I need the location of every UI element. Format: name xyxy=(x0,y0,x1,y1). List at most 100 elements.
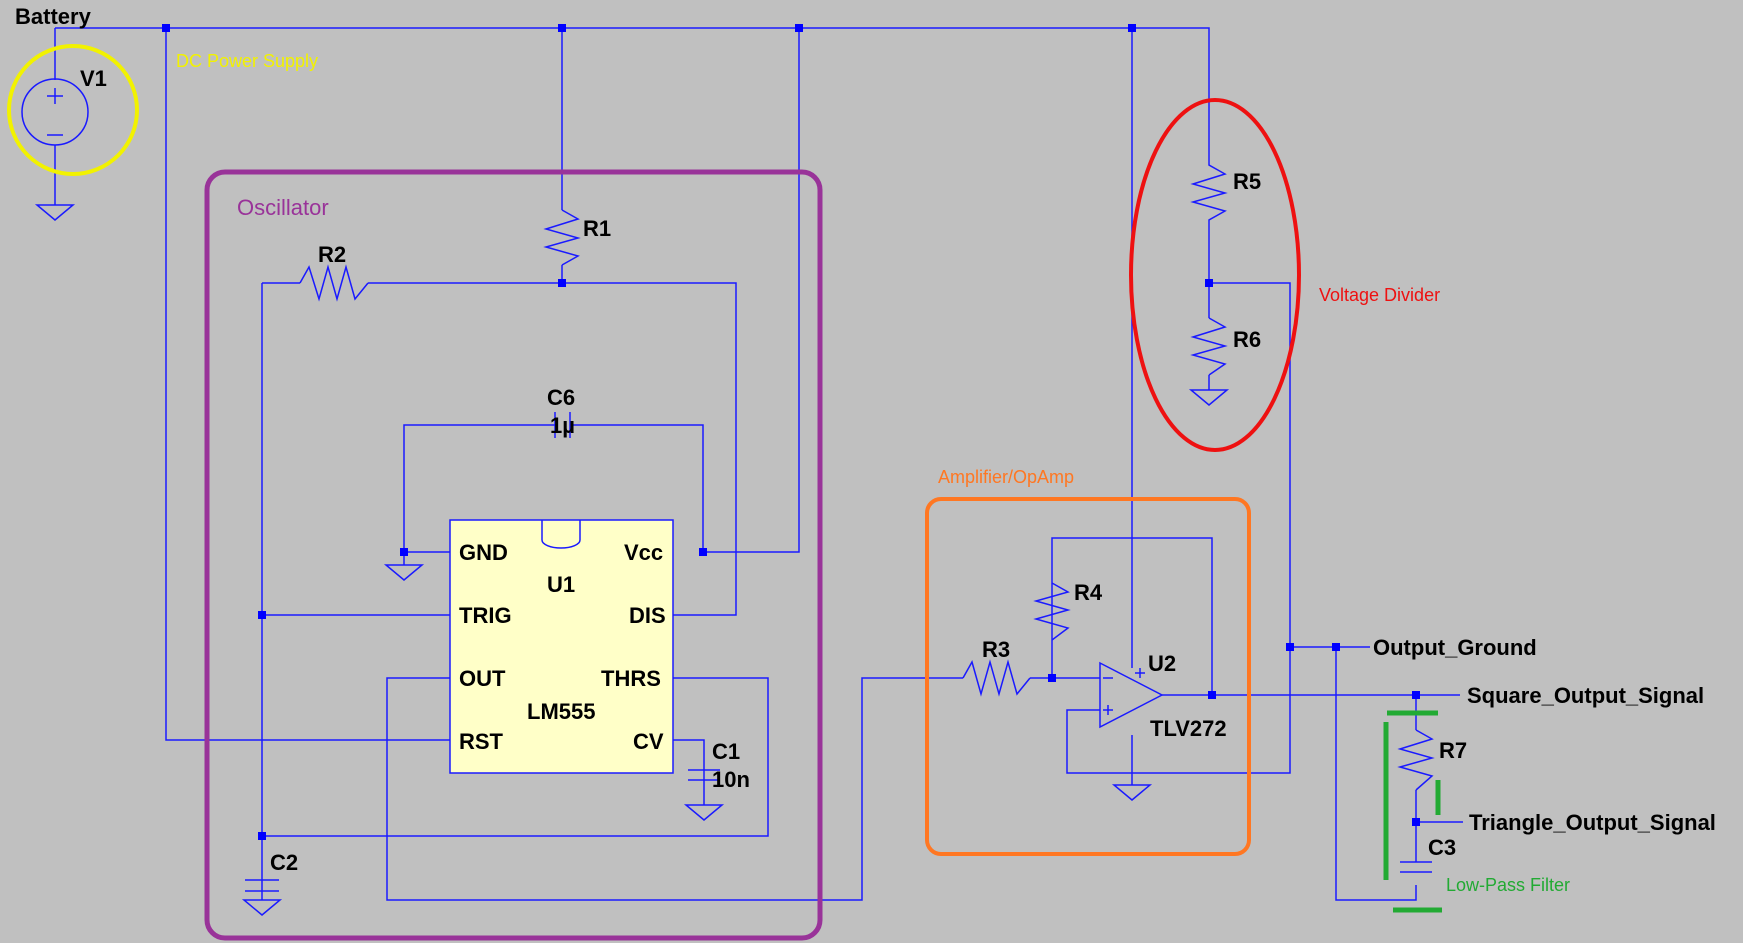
c2-label: C2 xyxy=(270,850,298,875)
junction-node xyxy=(258,611,266,619)
r6-label: R6 xyxy=(1233,327,1261,352)
u1-part-label: LM555 xyxy=(527,699,595,724)
u2-label: U2 xyxy=(1148,651,1176,676)
u1-ic[interactable] xyxy=(449,519,674,774)
ground-icon xyxy=(1188,389,1230,406)
pin-rst-label: RST xyxy=(459,729,504,754)
r5-label: R5 xyxy=(1233,169,1261,194)
junction-node xyxy=(558,279,566,287)
c1-label: C1 xyxy=(712,739,740,764)
voltage-divider-label: Voltage Divider xyxy=(1319,285,1440,305)
pin-gnd-label: GND xyxy=(459,540,508,565)
c6-capacitor[interactable] xyxy=(554,412,571,438)
noninv-loop xyxy=(1066,282,1291,774)
feedback-loop xyxy=(1051,537,1213,695)
pin-out-label: OUT xyxy=(459,666,506,691)
c6-loop xyxy=(403,424,704,552)
resistors xyxy=(299,132,1435,791)
ground-icon xyxy=(383,564,425,581)
pin-trig-label: TRIG xyxy=(459,603,512,628)
junction-node xyxy=(795,24,803,32)
c3-label: C3 xyxy=(1428,835,1456,860)
ground-icon xyxy=(241,899,283,916)
junction-node xyxy=(1286,643,1294,651)
c2-thrs-loop xyxy=(262,677,769,837)
oscillator-outline xyxy=(204,169,823,941)
junction-node xyxy=(1412,818,1420,826)
r4-label: R4 xyxy=(1074,580,1103,605)
junction-node xyxy=(1048,674,1056,682)
ground-symbols xyxy=(34,204,1230,916)
output-ground-net xyxy=(1290,646,1417,901)
r1-resistor[interactable] xyxy=(543,209,581,266)
junction-node xyxy=(558,24,566,32)
u2-opamp[interactable] xyxy=(1099,661,1164,729)
r7-resistor[interactable] xyxy=(1397,729,1435,791)
wires xyxy=(54,27,1463,901)
junction-node xyxy=(258,832,266,840)
pin-dis-label: DIS xyxy=(629,603,666,628)
r1-label: R1 xyxy=(583,216,611,241)
dc-power-supply-label: DC Power Supply xyxy=(176,51,318,71)
r3-label: R3 xyxy=(982,637,1010,662)
voltage-divider-outline xyxy=(1129,98,1301,452)
vcc-rail xyxy=(703,28,800,553)
junction-node xyxy=(699,548,707,556)
r3-resistor[interactable] xyxy=(962,659,1031,697)
ground-icon xyxy=(1111,784,1153,801)
ic-notch xyxy=(541,520,581,549)
amplifier-label: Amplifier/OpAmp xyxy=(938,467,1074,487)
c6-value: 1µ xyxy=(550,413,575,438)
junction-node xyxy=(1208,691,1216,699)
amplifier-outline xyxy=(925,497,1251,856)
r2-label: R2 xyxy=(318,242,346,267)
battery-rail xyxy=(55,27,1210,132)
ground-icon xyxy=(34,204,76,221)
u1-label: U1 xyxy=(547,572,575,597)
r2-resistor[interactable] xyxy=(299,264,369,302)
r6-resistor[interactable] xyxy=(1190,317,1228,376)
junction-node xyxy=(1412,691,1420,699)
triangle-output-label: Triangle_Output_Signal xyxy=(1469,810,1716,835)
labels: Battery V1 R1 R2 R3 R4 R5 R6 R7 C1 10n C… xyxy=(15,4,1716,875)
c1-capacitor[interactable] xyxy=(688,769,720,781)
oscillator-label: Oscillator xyxy=(237,195,329,220)
c2-capacitor[interactable] xyxy=(245,879,279,892)
annotation-labels: DC Power Supply Oscillator Voltage Divid… xyxy=(176,51,1570,895)
v1-label: V1 xyxy=(80,66,107,91)
u2-part-label: TLV272 xyxy=(1150,716,1227,741)
junction-node xyxy=(1128,24,1136,32)
pin-thrs-label: THRS xyxy=(601,666,661,691)
low-pass-filter-outline xyxy=(1383,710,1442,913)
junction-node xyxy=(400,548,408,556)
opamp-icon xyxy=(1099,661,1164,729)
r5-resistor[interactable] xyxy=(1190,132,1228,232)
ic-body xyxy=(449,519,674,774)
c6-label: C6 xyxy=(547,385,575,410)
annotations xyxy=(7,44,1442,941)
low-pass-filter-label: Low-Pass Filter xyxy=(1446,875,1570,895)
output-ground-label: Output_Ground xyxy=(1373,635,1537,660)
battery-label: Battery xyxy=(15,4,92,29)
c1-value: 10n xyxy=(712,767,750,792)
rst-rail xyxy=(165,28,450,741)
cv-c1-wire xyxy=(673,739,705,805)
source-icon xyxy=(21,78,89,146)
square-output-label: Square_Output_Signal xyxy=(1467,683,1704,708)
capacitors xyxy=(245,412,1432,892)
ground-icon xyxy=(683,804,725,821)
junction-nodes xyxy=(162,24,1420,840)
junction-node xyxy=(162,24,170,32)
junction-node xyxy=(1205,279,1213,287)
pin-vcc-label: Vcc xyxy=(624,540,663,565)
v1-voltage-source[interactable] xyxy=(21,78,89,146)
out-r3-net xyxy=(386,677,963,901)
junction-node xyxy=(1332,643,1340,651)
r7-label: R7 xyxy=(1439,738,1467,763)
pin-cv-label: CV xyxy=(633,729,664,754)
c3-capacitor[interactable] xyxy=(1400,861,1432,873)
r2-dis-net xyxy=(262,282,737,616)
r4-resistor[interactable] xyxy=(1033,582,1071,641)
dc-power-supply-outline xyxy=(7,44,139,176)
